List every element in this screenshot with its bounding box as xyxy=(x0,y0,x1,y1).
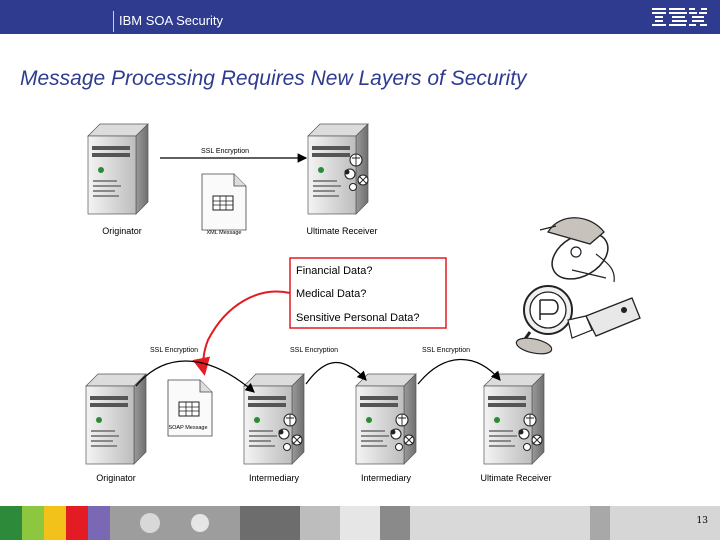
ibm-logo-icon xyxy=(652,8,707,26)
header-bar xyxy=(0,0,720,34)
page-title: Message Processing Requires New Layers o… xyxy=(20,67,527,90)
bottom-link-3-arrow xyxy=(417,358,501,385)
bottom-link-2-label: SSL Encryption xyxy=(290,347,338,354)
bottom-intermediary-1-label: Intermediary xyxy=(249,473,300,483)
bottom-link-2-arrow xyxy=(305,361,367,385)
page-number: 13 xyxy=(696,516,708,526)
bottom-originator-label: Originator xyxy=(96,473,136,483)
top-receiver-label: Ultimate Receiver xyxy=(306,226,377,236)
top-originator-label: Originator xyxy=(102,226,142,236)
bottom-receiver-label: Ultimate Receiver xyxy=(480,473,551,483)
hacker-with-magnifier-icon xyxy=(515,217,641,355)
header-divider xyxy=(113,11,114,32)
red-arrow xyxy=(192,290,291,376)
header-title: IBM SOA Security xyxy=(119,13,224,28)
top-xml-document-icon xyxy=(201,173,247,231)
question-medical: Medical Data? xyxy=(296,288,366,300)
bottom-link-1-label: SSL Encryption xyxy=(150,347,198,354)
top-receiver-server-icon xyxy=(307,123,369,215)
bottom-originator-server-icon xyxy=(85,373,147,465)
top-link-label: SSL Encryption xyxy=(201,148,249,155)
bottom-intermediary-2-label: Intermediary xyxy=(361,473,412,483)
bottom-document-label: SOAP Message xyxy=(168,425,207,431)
bottom-receiver-server-icon xyxy=(483,373,545,465)
question-box xyxy=(289,257,447,329)
footer-strip xyxy=(0,506,720,540)
top-originator-server-icon xyxy=(87,123,149,215)
bottom-intermediary-2-server-icon xyxy=(355,373,417,465)
question-financial: Financial Data? xyxy=(296,265,372,277)
bottom-intermediary-1-server-icon xyxy=(243,373,305,465)
top-document-label: XML Message xyxy=(207,230,242,236)
question-sensitive: Sensitive Personal Data? xyxy=(296,312,420,324)
bottom-link-3-label: SSL Encryption xyxy=(422,347,470,354)
bottom-link-1-arrow xyxy=(135,360,255,393)
